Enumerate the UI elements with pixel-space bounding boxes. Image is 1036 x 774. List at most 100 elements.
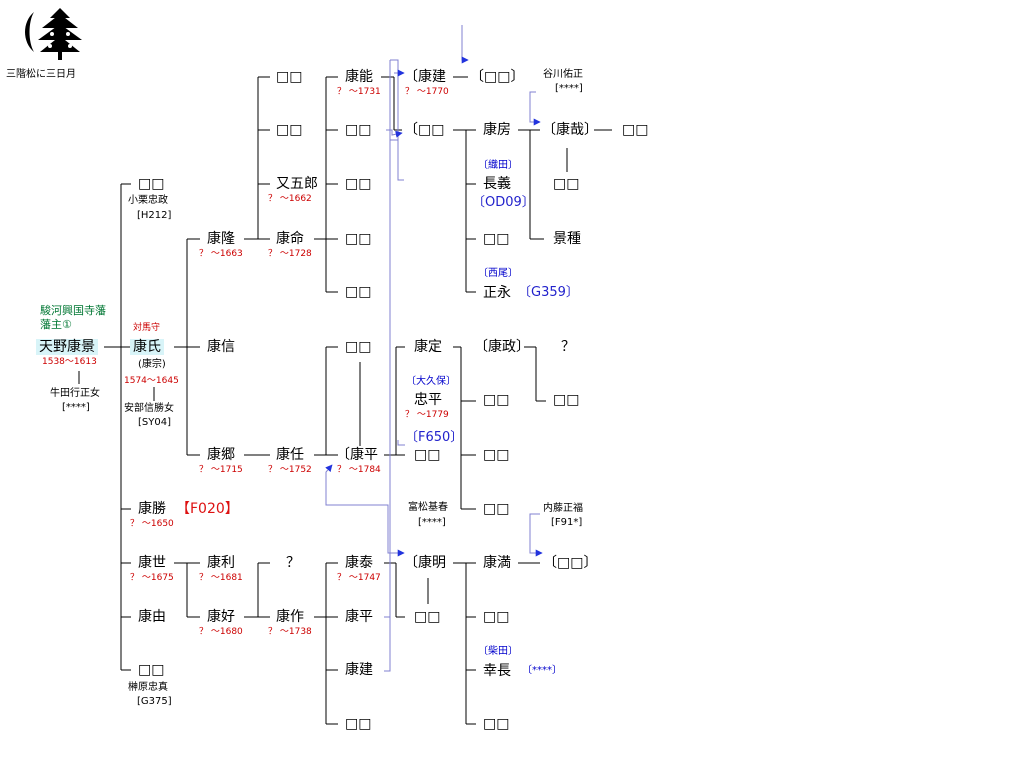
husband: 小栗忠政	[128, 195, 168, 206]
husband: 榊原忠真	[128, 682, 168, 693]
ref[interactable]: 〔G359〕	[518, 285, 579, 300]
person-yasuyo[interactable]: 康世	[138, 555, 166, 571]
dates: ？ 〜1731	[337, 87, 381, 97]
person-daughter[interactable]: □□	[483, 716, 510, 732]
domain-title: 駿河興国寺藩	[40, 304, 106, 317]
person-yasusaku[interactable]: 康作	[276, 609, 304, 625]
person-yasuuji[interactable]: 康氏	[130, 339, 164, 355]
spouse: 牛田行正女	[50, 388, 100, 399]
person-kagetane[interactable]: 景種	[553, 231, 581, 247]
ref: [F91*]	[551, 517, 583, 528]
ref: [****]	[555, 83, 583, 94]
person-yasutaka[interactable]: 康隆	[207, 231, 235, 247]
person-yasutate-a[interactable]: 〔康建	[404, 69, 446, 85]
person-daughter[interactable]: □□	[276, 122, 303, 138]
person-yasusato[interactable]: 康郷	[207, 447, 235, 463]
husband-ref: [H212]	[137, 210, 172, 221]
dates: ？ 〜1770	[405, 87, 449, 97]
person-daughter[interactable]: □□	[345, 284, 372, 300]
lineage-lines	[78, 76, 612, 725]
dates: 1574〜1645	[124, 376, 179, 386]
dates: ？ 〜1680	[199, 627, 243, 637]
person-yasuaki[interactable]: 〔康明	[404, 555, 446, 571]
person-yasuyoshi2[interactable]: 康好	[207, 609, 235, 625]
person-daughter[interactable]: □□	[138, 662, 165, 678]
person-adopted[interactable]: 〔□□	[404, 122, 445, 138]
person-matagoro[interactable]: 又五郎	[276, 176, 318, 192]
person-f650[interactable]: □□	[414, 447, 441, 463]
crest-label: 三階松に三日月	[6, 69, 76, 80]
person-yasutate[interactable]: 康建	[345, 662, 373, 678]
person-daughter[interactable]: □□	[483, 392, 510, 408]
ref[interactable]: 〔****〕	[522, 665, 562, 676]
person-daughter[interactable]: □□	[276, 69, 303, 85]
person-yukinaga[interactable]: 幸長	[483, 663, 511, 679]
person-yasutoshi[interactable]: 康利	[207, 555, 235, 571]
husband: 富松基春	[408, 502, 448, 513]
person-yasukatsu[interactable]: 康勝	[138, 501, 166, 517]
person-daughter[interactable]: □□	[345, 176, 372, 192]
person-masanaga[interactable]: 正永	[483, 285, 511, 301]
person-daughter[interactable]: □□	[483, 447, 510, 463]
sangaimatsu-crest-icon	[25, 8, 82, 60]
note: 〔柴田〕	[478, 646, 518, 657]
person-daughter[interactable]: □□	[414, 609, 441, 625]
dates: 1538〜1613	[42, 357, 97, 367]
person-daughter[interactable]: □□	[345, 716, 372, 732]
person-daughter[interactable]: □□	[483, 231, 510, 247]
person-adopted[interactable]: 〔□□〕	[470, 69, 525, 85]
person-daughter[interactable]: □□	[553, 392, 580, 408]
person-daughter[interactable]: □□	[138, 176, 165, 192]
spouse-ref: [****]	[62, 402, 90, 413]
person-daughter[interactable]: □□	[345, 231, 372, 247]
lord-number: 藩主①	[40, 318, 72, 331]
ref[interactable]: 〔OD09〕	[472, 195, 535, 210]
person-daughter[interactable]: □□	[345, 339, 372, 355]
person-yasuyoshi-a[interactable]: 康能	[345, 69, 373, 85]
person-yasunobu[interactable]: 康信	[207, 339, 235, 355]
person-unknown[interactable]: ？	[286, 555, 300, 571]
dates: ？ 〜1728	[268, 249, 312, 259]
adoption-lines	[325, 25, 543, 672]
husband-ref: [G375]	[137, 696, 172, 707]
person-yasusada[interactable]: 康定	[414, 339, 442, 355]
person-unknown[interactable]: ？	[561, 339, 575, 355]
person-tadahira[interactable]: 忠平	[414, 392, 442, 408]
person-daughter[interactable]: □□	[483, 501, 510, 517]
dates: ？ 〜1675	[130, 573, 174, 583]
person-tanigawa: 谷川佑正	[543, 69, 583, 80]
person-yasuhira[interactable]: 〔康平	[336, 447, 378, 463]
dates: ？ 〜1752	[268, 465, 312, 475]
person-daughter[interactable]: □□	[622, 122, 649, 138]
dates: ？ 〜1715	[199, 465, 243, 475]
person-daughter[interactable]: □□	[553, 176, 580, 192]
person-daughter[interactable]: □□	[345, 122, 372, 138]
person-yasuyasu[interactable]: 康泰	[345, 555, 373, 571]
person-amano-yasukage[interactable]: 天野康景	[36, 339, 98, 355]
person-adopted[interactable]: 〔□□〕	[543, 555, 598, 571]
person-nagayoshi[interactable]: 長義	[483, 176, 511, 192]
person-yasutada[interactable]: 康任	[276, 447, 304, 463]
person-yasumitsu[interactable]: 康満	[483, 555, 511, 571]
note: 〔西尾〕	[478, 268, 518, 279]
spouse: 安部信勝女	[124, 403, 174, 414]
note: 〔大久保〕	[406, 376, 456, 387]
dates: ？ 〜1663	[199, 249, 243, 259]
husband-ref: [****]	[418, 517, 446, 528]
ref[interactable]: 【F020】	[176, 501, 239, 517]
note: 〔織田〕	[478, 160, 518, 171]
person-yasuhira2[interactable]: 康平	[345, 609, 373, 625]
dates: ？ 〜1747	[337, 573, 381, 583]
alias: (康宗)	[138, 359, 166, 370]
person-yasutaka2[interactable]: 〔康哉〕	[542, 122, 598, 138]
person-yasumasa[interactable]: 〔康政〕	[474, 339, 530, 355]
ref[interactable]: 〔F650〕	[405, 430, 464, 445]
dates: ？ 〜1662	[268, 194, 312, 204]
person-yasuyoshi[interactable]: 康由	[138, 609, 166, 625]
person-daughter[interactable]: □□	[483, 609, 510, 625]
person-yasufusa[interactable]: 康房	[483, 122, 511, 138]
spouse-ref: [SY04]	[138, 417, 171, 428]
office: 対馬守	[133, 323, 161, 333]
person-yasunori[interactable]: 康命	[276, 231, 304, 247]
